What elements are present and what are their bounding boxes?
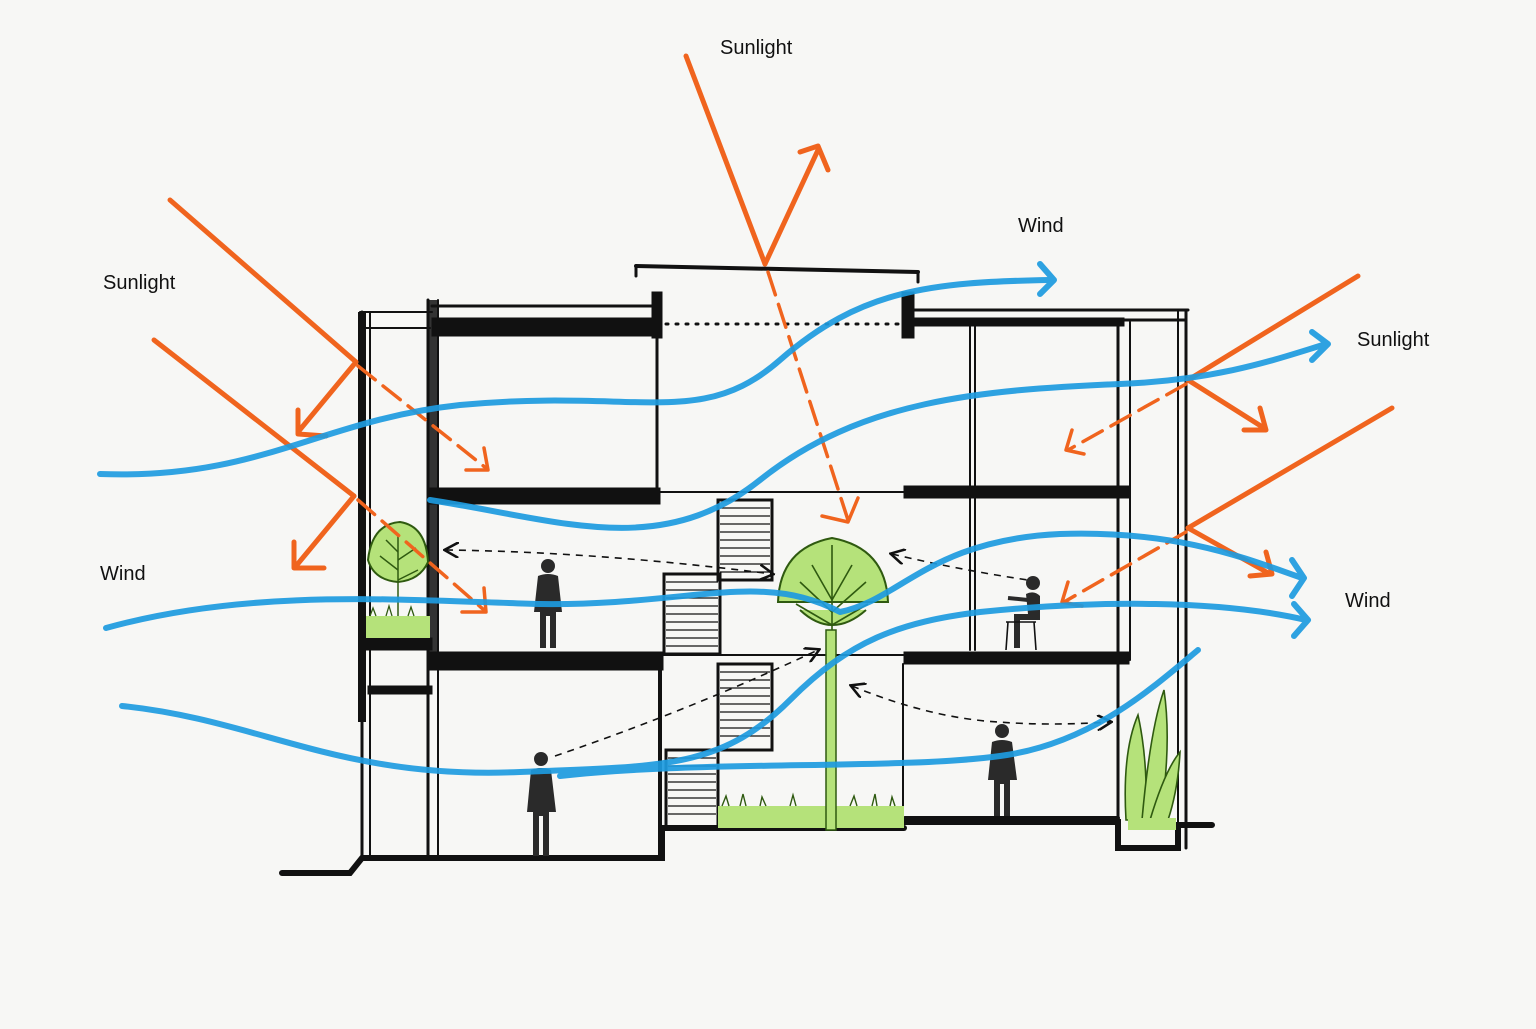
left-balcony-lower bbox=[367, 685, 433, 695]
sunlight-ray-right-upper-dashed bbox=[1066, 382, 1188, 452]
wind-arrowhead-lower bbox=[1291, 601, 1311, 639]
view-lines bbox=[446, 550, 1110, 757]
sunlight-reflection-left-lower bbox=[291, 493, 357, 571]
roof-left-slab bbox=[431, 317, 658, 337]
sunlight-arrowhead-right-upper bbox=[1064, 428, 1086, 456]
tree-icon bbox=[776, 536, 890, 831]
sunlight-arrowhead-left-lower bbox=[460, 586, 488, 614]
sunlight-label-right: Sunlight bbox=[1357, 329, 1430, 351]
sunlight-ray-top-dashed bbox=[766, 270, 850, 522]
seated-person-icon bbox=[1005, 576, 1040, 651]
sunlight-reflection-right-upper bbox=[1185, 377, 1269, 433]
shrub-icon bbox=[366, 520, 430, 638]
wind-arrowhead-middle bbox=[1289, 557, 1307, 599]
wind-flow-lower bbox=[119, 600, 1309, 776]
wind-label-left: Wind bbox=[100, 563, 146, 585]
sunlight-label-top: Sunlight bbox=[720, 37, 793, 59]
second-floor-slab-left bbox=[429, 487, 661, 505]
sunlight-arrowhead-top bbox=[820, 496, 860, 524]
wind-arrowhead-upper bbox=[1309, 329, 1331, 363]
view-line-right-upper bbox=[892, 554, 1029, 581]
view-line-left-upper bbox=[446, 550, 772, 574]
right-roof-cap bbox=[901, 291, 915, 339]
right-roof-slab bbox=[911, 317, 1125, 327]
wind-flow-ground bbox=[557, 647, 1201, 779]
left-column-block bbox=[358, 312, 366, 722]
sunlight-rays bbox=[151, 53, 1395, 614]
sunlight-ray-left-upper bbox=[167, 197, 359, 365]
sunlight-ray-left-upper-dashed bbox=[356, 364, 488, 470]
first-floor-slab-left-ext bbox=[359, 637, 433, 651]
sunlight-label-left: Sunlight bbox=[103, 272, 176, 294]
left-column-inner-block bbox=[428, 300, 438, 660]
sunlight-ray-right-upper bbox=[1185, 273, 1361, 383]
sunlight-reflection-top bbox=[762, 143, 831, 267]
void-wall-left-cap bbox=[651, 291, 663, 339]
wind-arrowhead-top bbox=[1037, 261, 1057, 297]
sunlight-ray-right-lower-dashed bbox=[1062, 530, 1188, 604]
view-line-lower-right bbox=[852, 686, 1110, 724]
sunlight-ray-top bbox=[683, 53, 768, 267]
second-floor-slab-right bbox=[903, 485, 1130, 499]
wind-flow-middle bbox=[103, 530, 1305, 631]
first-floor-slab-left bbox=[427, 651, 664, 671]
first-floor-slab-right bbox=[903, 651, 1130, 665]
palm-plant-icon bbox=[1124, 689, 1181, 830]
person-icon bbox=[527, 752, 556, 856]
sunlight-ray-left-lower bbox=[151, 337, 357, 499]
wind-label-top: Wind bbox=[1018, 215, 1064, 237]
view-line-lower-stair bbox=[554, 650, 818, 757]
wind-label-right: Wind bbox=[1345, 590, 1391, 612]
sunlight-reflection-left-upper bbox=[295, 359, 359, 439]
roof-canopy bbox=[634, 264, 920, 274]
sunlight-arrowhead-left-upper bbox=[464, 446, 490, 472]
sunlight-ray-right-lower bbox=[1185, 405, 1395, 531]
wind-flow-upper bbox=[427, 341, 1329, 531]
staircase-icon bbox=[662, 498, 774, 830]
sunlight-ray-left-lower-dashed bbox=[356, 498, 486, 612]
court-lawn bbox=[718, 792, 904, 828]
wind-flow-top bbox=[97, 277, 1053, 478]
wind-flows bbox=[97, 261, 1331, 779]
person-icon bbox=[988, 724, 1017, 816]
